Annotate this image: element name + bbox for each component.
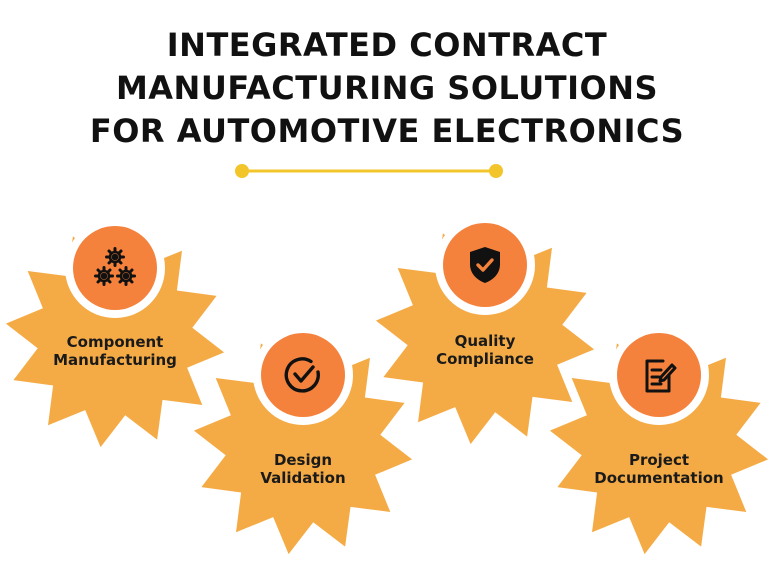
check-circle-icon [284, 357, 320, 393]
title-line-2: MANUFACTURING SOLUTIONS [115, 69, 659, 107]
title-divider [235, 164, 503, 178]
step-label: Project Documentation [594, 451, 724, 487]
icon-badge [253, 325, 353, 425]
starburst-shape [193, 335, 413, 555]
title-line-3: FOR AUTOMOTIVE ELECTRONICS [89, 112, 685, 150]
starburst-shape [5, 228, 225, 448]
title-line-1: INTEGRATED CONTRACT [166, 26, 608, 64]
document-edit-icon [645, 359, 677, 393]
icon-badge [65, 218, 165, 318]
step-label: Quality Compliance [436, 332, 534, 368]
icon-badge [609, 325, 709, 425]
starburst-shape [375, 225, 595, 445]
step-label: Design Validation [260, 451, 346, 487]
gears-icon [94, 247, 136, 286]
page-title: INTEGRATED CONTRACT MANUFACTURING SOLUTI… [0, 24, 774, 153]
step-card-quality-compliance: Quality Compliance [370, 215, 600, 445]
starburst-shape [549, 335, 769, 555]
shield-check-icon [470, 247, 500, 283]
step-card-design-validation: Design Validation [188, 325, 418, 555]
step-label: Component Manufacturing [53, 333, 177, 369]
step-card-project-documentation: Project Documentation [544, 325, 774, 555]
step-card-component-manufacturing: Component Manufacturing [0, 218, 230, 448]
icon-badge [435, 215, 535, 315]
